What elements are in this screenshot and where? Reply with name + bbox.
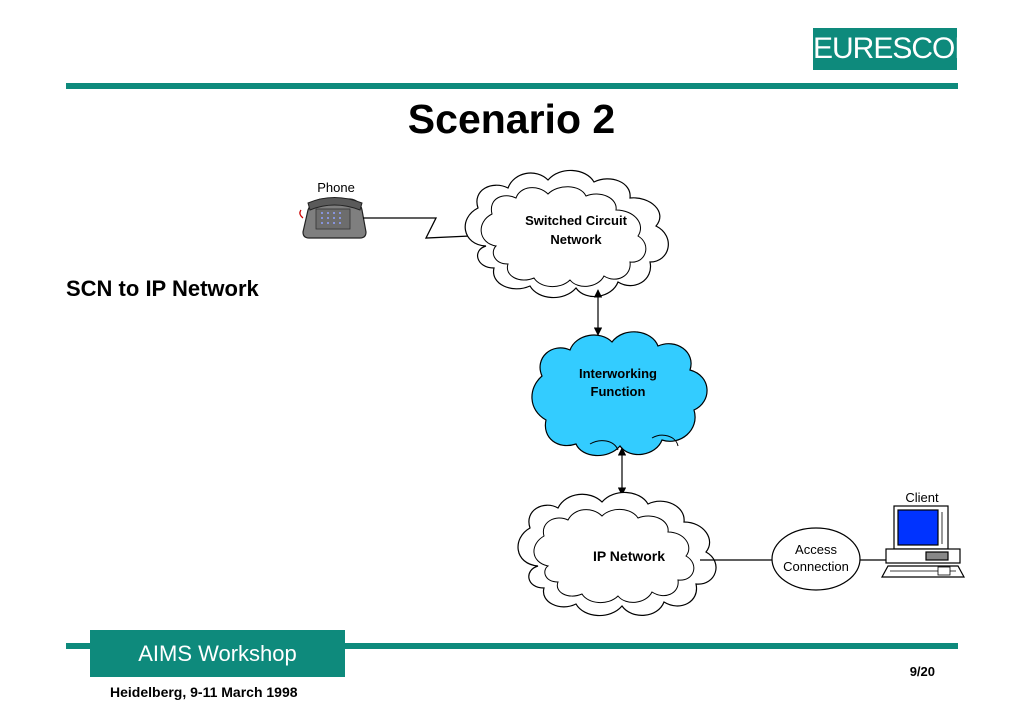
client-computer-icon: [880, 505, 966, 578]
top-divider: [66, 83, 958, 89]
iwf-cloud-label-line1: Interworking: [579, 366, 657, 381]
phone-label: Phone: [317, 180, 355, 195]
bottom-divider-left: [66, 643, 90, 649]
scn-cloud-label-line2: Network: [550, 232, 602, 247]
slide-title: Scenario 2: [407, 96, 616, 142]
eurescom-logo: EURESCOM: [813, 28, 979, 70]
footer-location-date: Heidelberg, 9-11 March 1998: [110, 684, 298, 700]
scn-cloud-label-line1: Switched Circuit: [525, 213, 628, 228]
workshop-banner: AIMS Workshop: [90, 630, 345, 677]
client-label: Client: [905, 490, 939, 505]
scn-cloud-shape: [464, 169, 669, 299]
ip-cloud-label: IP Network: [593, 548, 665, 564]
access-connection-label-line2: Connection: [783, 559, 849, 574]
phone-icon: [299, 197, 367, 239]
access-connection-ellipse: [771, 527, 861, 591]
ip-cloud-shape: [517, 491, 717, 617]
slide-subtitle: SCN to IP Network: [66, 276, 259, 301]
phone-connection-line: [363, 217, 471, 239]
bottom-divider-right: [345, 643, 958, 649]
iwf-cloud-shape: [531, 331, 708, 457]
iwf-cloud-label-line2: Function: [591, 384, 646, 399]
page-number: 9/20: [909, 664, 935, 679]
access-connection-label-line1: Access: [795, 542, 837, 557]
